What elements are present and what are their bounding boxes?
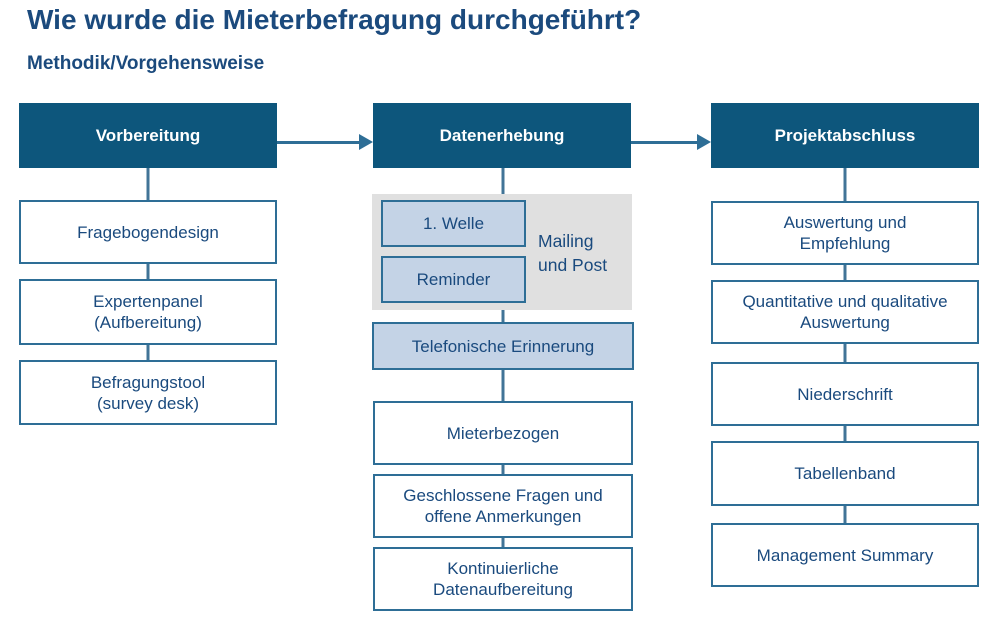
box-telefonische-erinnerung: Telefonische Erinnerung bbox=[372, 322, 634, 370]
box-management-summary: Management Summary bbox=[711, 523, 979, 587]
connector-line bbox=[843, 506, 847, 523]
box-mieterbezogen: Mieterbezogen bbox=[373, 401, 633, 465]
connector-line bbox=[843, 265, 847, 280]
connector-line bbox=[146, 264, 150, 279]
box-befragungstool: Befragungstool (survey desk) bbox=[19, 360, 277, 425]
connector-line bbox=[843, 344, 847, 362]
connector-line bbox=[501, 538, 505, 547]
arrow-shaft bbox=[631, 141, 701, 144]
connector-line bbox=[843, 426, 847, 441]
connector-line bbox=[501, 168, 505, 194]
connector-line bbox=[146, 345, 150, 360]
stage-header-projektabschluss: Projektabschluss bbox=[711, 103, 979, 168]
box-fragebogendesign: Fragebogendesign bbox=[19, 200, 277, 264]
box-kontinuierliche-datenaufbereitung: Kontinuierliche Datenaufbereitung bbox=[373, 547, 633, 611]
box-tabellenband: Tabellenband bbox=[711, 441, 979, 506]
arrow-shaft bbox=[277, 141, 363, 144]
page-subtitle: Methodik/Vorgehensweise bbox=[27, 53, 265, 74]
connector-line bbox=[843, 168, 847, 201]
box-expertenpanel: Expertenpanel (Aufbereitung) bbox=[19, 279, 277, 345]
arrowhead-right-icon bbox=[697, 134, 711, 150]
stage-header-datenerhebung: Datenerhebung bbox=[373, 103, 631, 168]
box-geschlossene-fragen: Geschlossene Fragen und offene Anmerkung… bbox=[373, 474, 633, 538]
connector-line bbox=[501, 369, 505, 401]
stage-header-vorbereitung: Vorbereitung bbox=[19, 103, 277, 168]
box-niederschrift: Niederschrift bbox=[711, 362, 979, 426]
flow-arrow-1 bbox=[277, 134, 373, 151]
arrowhead-right-icon bbox=[359, 134, 373, 150]
connector-line bbox=[501, 308, 505, 322]
box-erste-welle: 1. Welle bbox=[381, 200, 526, 247]
connector-line bbox=[146, 168, 150, 200]
box-auswertung-empfehlung: Auswertung und Empfehlung bbox=[711, 201, 979, 265]
box-quantitative-qualitative: Quantitative und qualitative Auswertung bbox=[711, 280, 979, 344]
connector-line bbox=[501, 465, 505, 474]
flow-arrow-2 bbox=[631, 134, 711, 151]
box-reminder: Reminder bbox=[381, 256, 526, 303]
page-title: Wie wurde die Mieterbefragung durchgefüh… bbox=[27, 4, 642, 35]
mailing-post-label: Mailing und Post bbox=[538, 231, 608, 275]
